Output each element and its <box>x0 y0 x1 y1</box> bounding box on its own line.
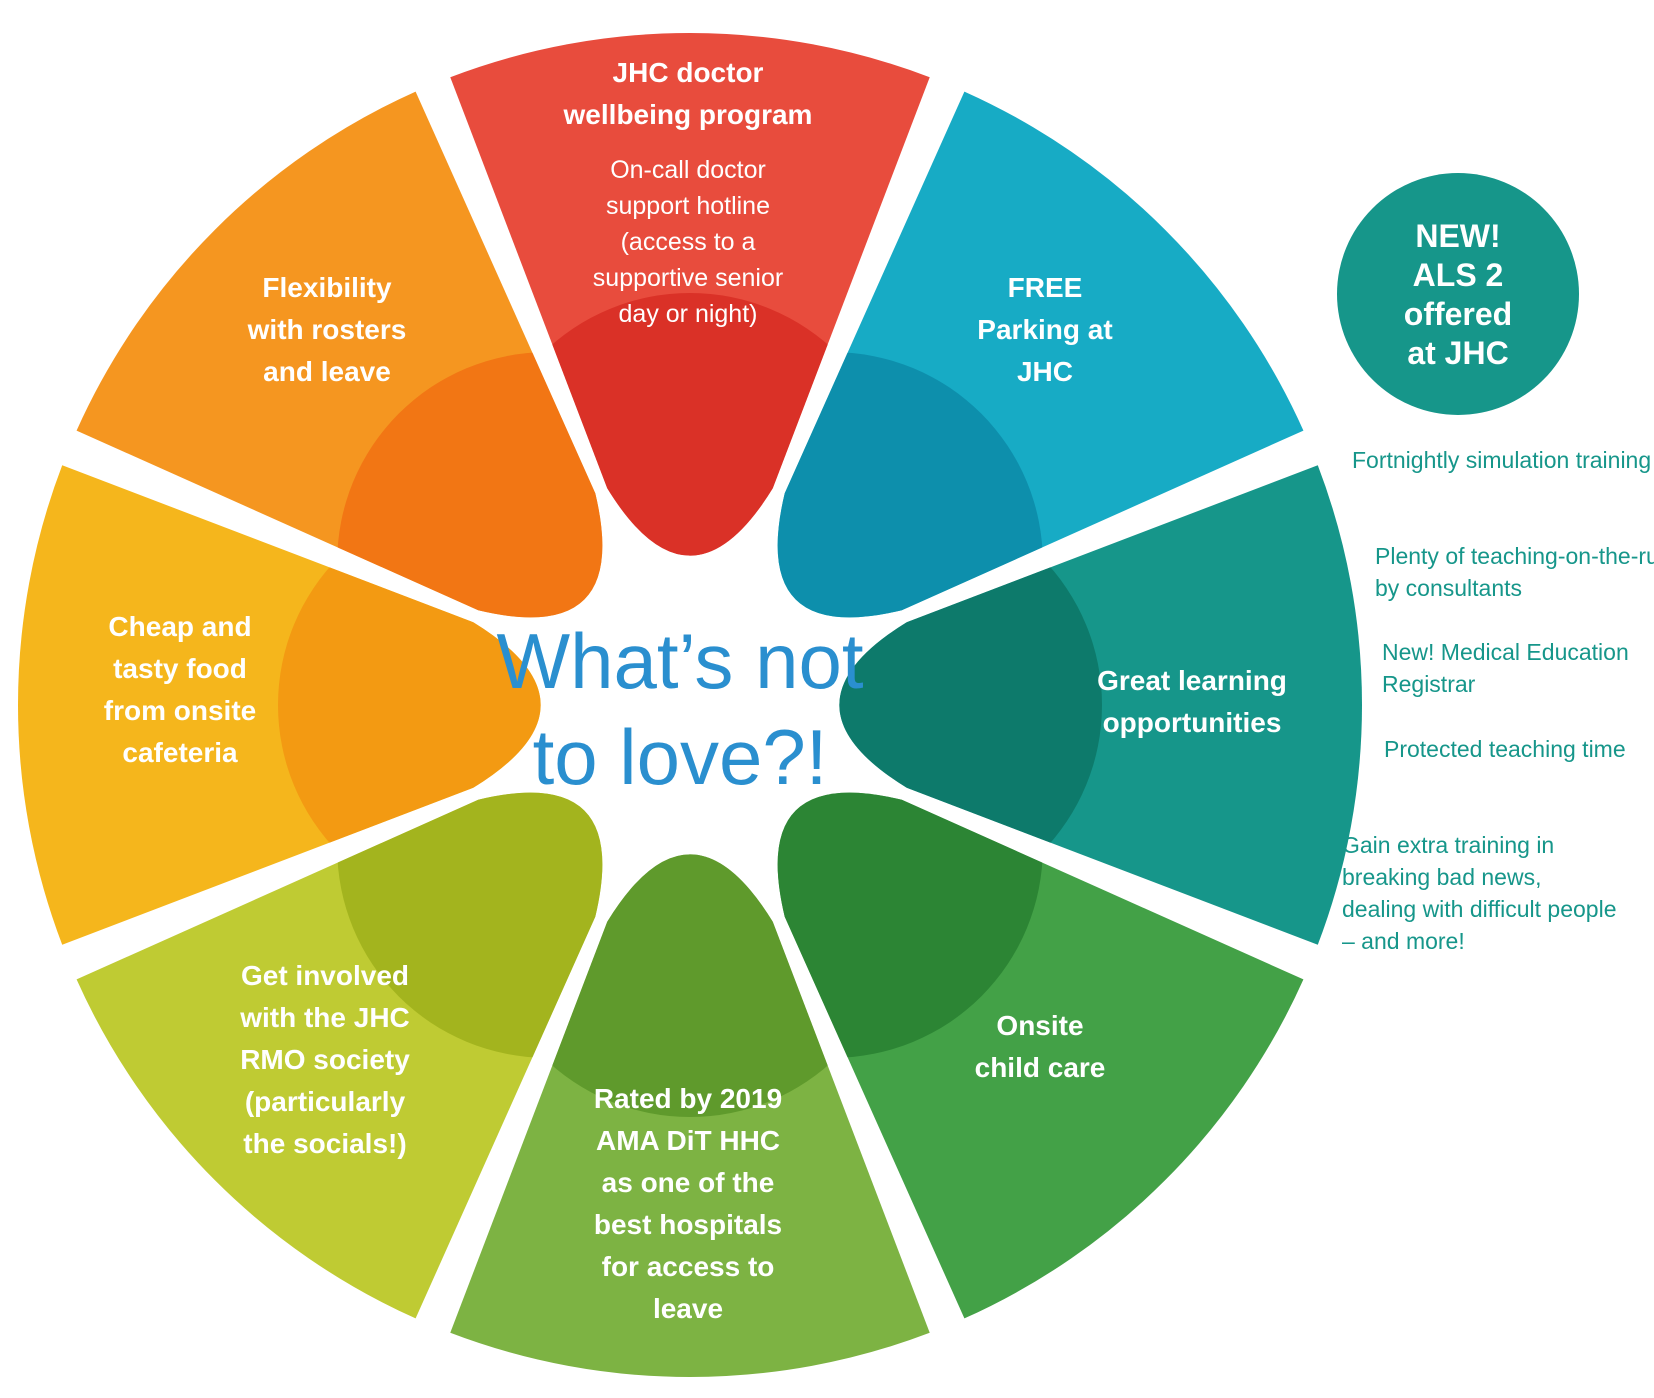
segment-inner-wellbeing <box>480 293 900 556</box>
learning-note-education-registrar: New! Medical Education Registrar <box>1382 639 1629 697</box>
segment-inner-learning <box>839 495 1102 915</box>
learning-note-extra-training: Gain extra training in breaking bad news… <box>1342 832 1617 954</box>
learning-note-protected-time: Protected teaching time <box>1384 736 1626 762</box>
badge-circle <box>1337 173 1579 415</box>
segment-inner-rosters <box>337 352 603 618</box>
learning-note-teaching-on-run: Plenty of teaching-on-the-run by consult… <box>1375 543 1654 601</box>
learning-note-simulation: Fortnightly simulation training <box>1352 447 1652 473</box>
segment-inner-leave-rating <box>480 854 900 1117</box>
segment-inner-childcare <box>777 792 1043 1058</box>
segments-layer <box>17 33 1362 1377</box>
segment-inner-rmo-society <box>337 792 603 1058</box>
segment-inner-parking <box>777 352 1043 618</box>
segment-inner-cafeteria <box>278 495 541 915</box>
